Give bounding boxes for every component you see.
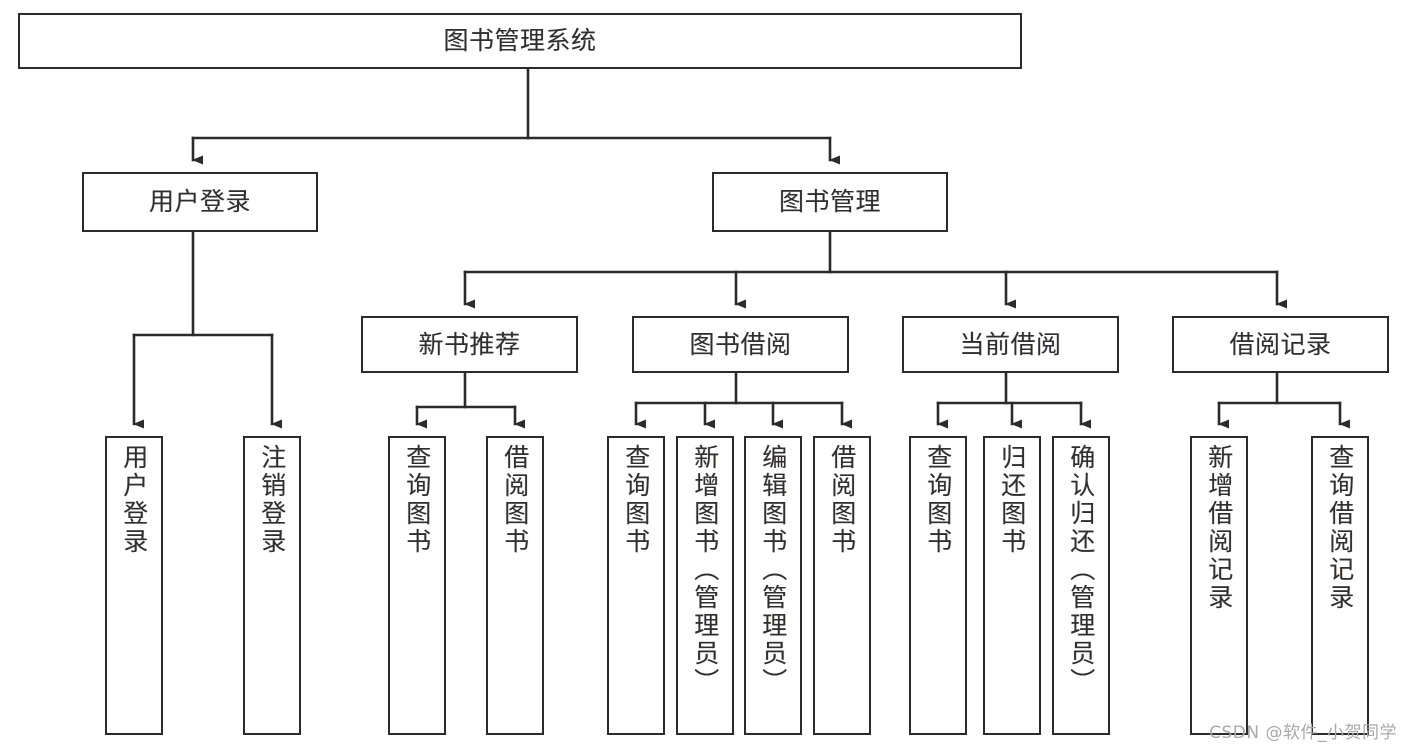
node-leaf-query-borrow-record-label: 查询借阅记录 [1325, 444, 1355, 612]
watermark: CSDN @软件_小贺同学 [1209, 723, 1397, 743]
node-leaf-return-book-label: 归还图书 [997, 444, 1027, 556]
node-leaf-borrow-book-1-label: 借阅图书 [500, 444, 530, 556]
node-book-management[interactable]: 图书管理 [712, 172, 948, 232]
node-leaf-borrow-book-2[interactable]: 借阅图书 [813, 436, 871, 735]
node-book-borrow[interactable]: 图书借阅 [632, 316, 849, 373]
node-leaf-return-book[interactable]: 归还图书 [983, 436, 1041, 735]
node-borrow-record[interactable]: 借阅记录 [1172, 316, 1389, 373]
node-leaf-user-login-label: 用户登录 [119, 444, 149, 556]
node-leaf-logout-login[interactable]: 注销登录 [243, 436, 301, 735]
node-leaf-add-borrow-record-label: 新增借阅记录 [1204, 444, 1234, 612]
node-leaf-query-book-1-label: 查询图书 [402, 444, 432, 556]
node-current-borrow[interactable]: 当前借阅 [902, 316, 1119, 373]
node-new-book-recommend[interactable]: 新书推荐 [361, 316, 578, 373]
node-current-borrow-label: 当前借阅 [959, 329, 1062, 359]
node-user-login[interactable]: 用户登录 [82, 172, 318, 232]
node-leaf-query-book-1[interactable]: 查询图书 [388, 436, 446, 735]
node-leaf-user-login[interactable]: 用户登录 [105, 436, 163, 735]
node-leaf-add-borrow-record[interactable]: 新增借阅记录 [1190, 436, 1248, 735]
node-new-book-recommend-label: 新书推荐 [418, 329, 521, 359]
node-leaf-confirm-return-admin[interactable]: 确认归还（管理员） [1052, 436, 1110, 735]
node-leaf-edit-book-admin-label: 编辑图书（管理员） [758, 444, 788, 696]
node-leaf-query-book-3[interactable]: 查询图书 [909, 436, 967, 735]
node-leaf-add-book-admin-label: 新增图书（管理员） [690, 444, 720, 696]
node-user-login-label: 用户登录 [148, 187, 251, 216]
node-leaf-edit-book-admin[interactable]: 编辑图书（管理员） [744, 436, 802, 735]
node-leaf-query-book-3-label: 查询图书 [923, 444, 953, 556]
node-leaf-query-borrow-record[interactable]: 查询借阅记录 [1311, 436, 1369, 735]
node-leaf-borrow-book-2-label: 借阅图书 [827, 444, 857, 556]
node-leaf-confirm-return-admin-label: 确认归还（管理员） [1066, 444, 1096, 696]
node-leaf-query-book-2[interactable]: 查询图书 [607, 436, 665, 735]
node-book-borrow-label: 图书借阅 [689, 329, 792, 359]
node-leaf-borrow-book-1[interactable]: 借阅图书 [486, 436, 544, 735]
node-leaf-add-book-admin[interactable]: 新增图书（管理员） [676, 436, 734, 735]
node-root[interactable]: 图书管理系统 [18, 13, 1022, 69]
node-book-management-label: 图书管理 [778, 187, 881, 216]
node-leaf-logout-login-label: 注销登录 [257, 444, 287, 556]
node-root-label: 图书管理系统 [443, 26, 597, 55]
node-leaf-query-book-2-label: 查询图书 [621, 444, 651, 556]
node-borrow-record-label: 借阅记录 [1229, 329, 1332, 359]
